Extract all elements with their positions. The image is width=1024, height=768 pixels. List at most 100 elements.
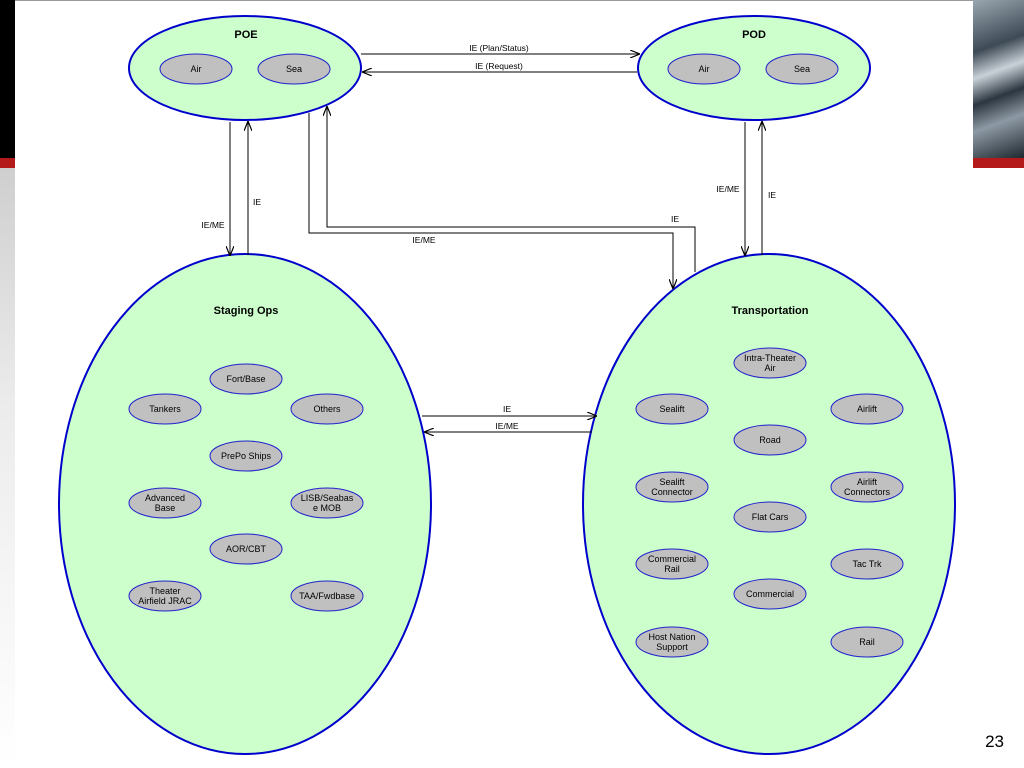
staging-node-shape	[128, 580, 202, 612]
transport-node-shape	[635, 626, 709, 658]
staging-node-shape	[209, 533, 283, 565]
transport-node-label: Air	[765, 363, 776, 373]
transport-node-label: Support	[656, 642, 688, 652]
transport-node-label: Rail	[664, 564, 680, 574]
poe-title: POE	[234, 29, 257, 41]
staging-node-label: Tankers	[149, 404, 181, 414]
staging-node-label: AOR/CBT	[226, 544, 267, 554]
transport-node: Rail	[830, 626, 904, 658]
transport-node-shape	[830, 626, 904, 658]
page-number: 23	[985, 732, 1004, 751]
transport-node-label: Sealift	[659, 404, 685, 414]
label-pod-to-poe: IE (Request)	[475, 61, 523, 71]
corner-red-accent	[973, 158, 1024, 168]
arrow-poe-to-transport	[308, 113, 673, 288]
staging-node-label: e MOB	[313, 503, 341, 513]
pod-node-shape	[667, 53, 741, 85]
label-poe-to-transport: IE/ME	[412, 235, 435, 245]
staging-node-label: LISB/Seabas	[301, 493, 354, 503]
label-poe-to-staging: IE/ME	[201, 220, 224, 230]
transport-node-shape	[733, 578, 807, 610]
staging-ops-ellipse	[58, 253, 432, 755]
staging-node-shape	[128, 487, 202, 519]
label-staging-to-transport: IE	[503, 404, 511, 414]
transport-node: Tac Trk	[830, 548, 904, 580]
pod-node: Sea	[765, 53, 839, 85]
arrows-layer	[230, 54, 762, 432]
transport-node-shape	[635, 393, 709, 425]
transport-node-label: Connectors	[844, 487, 891, 497]
transport-node-shape	[830, 393, 904, 425]
pod-node-shape	[765, 53, 839, 85]
staging-node-label: Airfield JRAC	[138, 596, 192, 606]
transportation-title: Transportation	[731, 305, 808, 317]
staging-node: Others	[290, 393, 364, 425]
label-transport-to-pod: IE	[768, 190, 776, 200]
label-staging-to-poe: IE	[253, 197, 261, 207]
transport-node-label: Host Nation	[648, 632, 695, 642]
staging-node-label: PrePo Ships	[221, 451, 272, 461]
left-dark-bar	[0, 0, 15, 158]
top-rule	[15, 0, 973, 1]
transport-node-label: Flat Cars	[752, 512, 789, 522]
poe-node-label: Sea	[286, 64, 302, 74]
poe-node-shape	[159, 53, 233, 85]
poe-node: Air	[159, 53, 233, 85]
transport-node: Flat Cars	[733, 501, 807, 533]
staging-node-shape	[290, 487, 364, 519]
poe-node: Sea	[257, 53, 331, 85]
transport-node-shape	[830, 471, 904, 503]
staging-node-label: TAA/Fwdbase	[299, 591, 355, 601]
label-transport-to-poe: IE	[671, 214, 679, 224]
staging-node-label: Others	[313, 404, 341, 414]
staging-node: Tankers	[128, 393, 202, 425]
poe-ellipse	[128, 15, 362, 121]
staging-node-shape	[290, 393, 364, 425]
transport-node: Sealift	[635, 393, 709, 425]
staging-node-shape	[209, 363, 283, 395]
transport-node: Airlift	[830, 393, 904, 425]
transport-node-label: Commercial	[648, 554, 696, 564]
left-gradient-bar	[0, 168, 15, 768]
staging-node: TAA/Fwdbase	[290, 580, 364, 612]
staging-node-shape	[209, 440, 283, 472]
transport-node-label: Road	[759, 435, 781, 445]
staging-node-label: Advanced	[145, 493, 185, 503]
transport-node-shape	[635, 471, 709, 503]
transport-node: Road	[733, 424, 807, 456]
transport-node-label: Tac Trk	[852, 559, 882, 569]
label-pod-to-transport: IE/ME	[716, 184, 739, 194]
transport-node-label: Airlift	[857, 477, 877, 487]
transport-node-shape	[733, 424, 807, 456]
transport-node-label: Connector	[651, 487, 693, 497]
staging-node-shape	[128, 393, 202, 425]
staging-node-label: Base	[155, 503, 176, 513]
transport-node-label: Airlift	[857, 404, 877, 414]
transport-node-shape	[830, 548, 904, 580]
staging-node: AOR/CBT	[209, 533, 283, 565]
transport-node: Commercial	[733, 578, 807, 610]
pod-node-label: Air	[699, 64, 710, 74]
poe-node-label: Air	[191, 64, 202, 74]
arrow-transport-to-poe	[327, 107, 696, 272]
left-red-accent	[0, 158, 15, 168]
transport-node-label: Sealift	[659, 477, 685, 487]
staging-node-shape	[290, 580, 364, 612]
label-poe-to-pod: IE (Plan/Status)	[469, 43, 529, 53]
corner-photo-image	[973, 0, 1024, 158]
pod-node-label: Sea	[794, 64, 810, 74]
transport-node-shape	[733, 347, 807, 379]
staging-ops-title: Staging Ops	[214, 305, 279, 317]
transport-node-label: Intra-Theater	[744, 353, 796, 363]
staging-node-label: Theater	[149, 586, 180, 596]
staging-node: Fort/Base	[209, 363, 283, 395]
transport-node-shape	[635, 548, 709, 580]
